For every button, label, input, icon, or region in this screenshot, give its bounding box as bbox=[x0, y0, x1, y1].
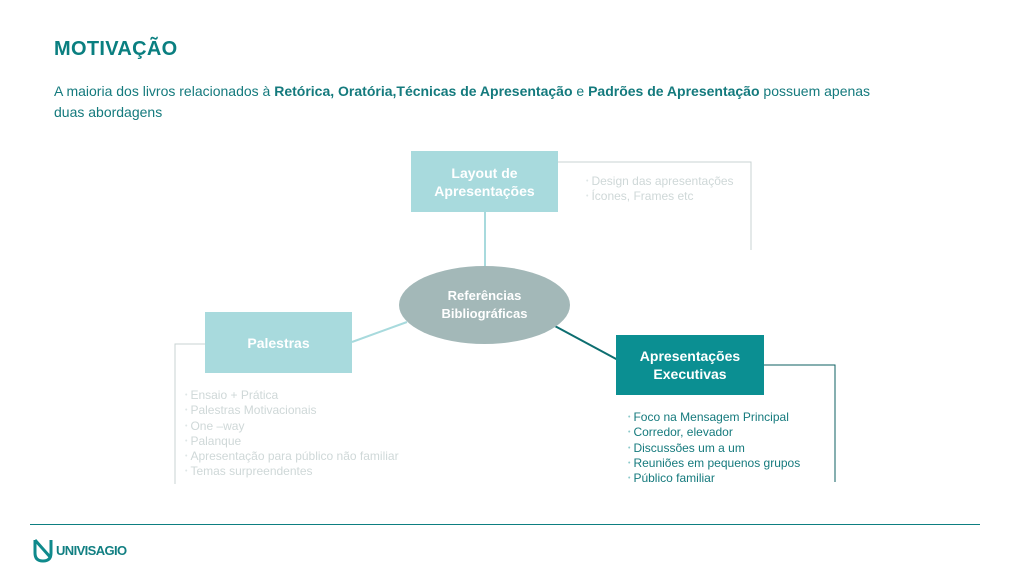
intro-bold-2: Padrões de Apresentação bbox=[588, 83, 760, 99]
list-item: Palestras Motivacionais bbox=[185, 403, 399, 418]
list-item: Corredor, elevador bbox=[628, 425, 800, 440]
logo-text: UNIVISAGIO bbox=[56, 542, 127, 558]
palestras-box-label: Palestras bbox=[247, 334, 310, 351]
list-item: Ícones, Frames etc bbox=[586, 189, 734, 204]
palestras-box: Palestras bbox=[205, 312, 352, 373]
list-item: One –way bbox=[185, 419, 399, 434]
center-node-line2: Bibliográficas bbox=[441, 306, 528, 321]
footer-divider bbox=[30, 524, 980, 525]
list-item: Público familiar bbox=[628, 471, 800, 486]
list-item: Reuniões em pequenos grupos bbox=[628, 456, 800, 471]
list-item: Apresentação para público não familiar bbox=[185, 449, 398, 464]
executivas-box-line2: Executivas bbox=[653, 366, 727, 382]
executivas-items-list: Foco na Mensagem Principal Corredor, ele… bbox=[628, 410, 800, 486]
page-title: MOTIVAÇÃO bbox=[54, 38, 178, 60]
list-item: Temas surpreendentes bbox=[185, 464, 399, 479]
univisagio-logo-icon bbox=[33, 539, 53, 563]
connector-executivas bbox=[552, 324, 619, 361]
list-item: Ensaio + Prática bbox=[185, 388, 399, 403]
connector-palestras bbox=[351, 321, 408, 343]
bracket-palestras bbox=[174, 343, 205, 484]
bracket-layout bbox=[558, 161, 752, 250]
list-item: Design das apresentações bbox=[586, 174, 733, 189]
intro-bold-1: Retórica, Oratória,Técnicas de Apresenta… bbox=[274, 83, 573, 99]
intro-pre: A maioria dos livros relacionados à bbox=[54, 83, 275, 99]
list-item: Foco na Mensagem Principal bbox=[628, 410, 800, 425]
executivas-box-line1: Apresentações bbox=[639, 348, 741, 364]
bracket-executivas bbox=[764, 364, 836, 482]
list-item: Palanque bbox=[185, 434, 399, 449]
layout-box-line1: Layout de bbox=[451, 164, 518, 181]
layout-items-list: Design das apresentações Ícones, Frames … bbox=[586, 174, 734, 205]
intro-post: possuem apenas duas abordagens bbox=[54, 83, 871, 120]
intro-text: A maioria dos livros relacionados à Retó… bbox=[54, 81, 884, 123]
palestras-items-list: Ensaio + Prática Palestras Motivacionais… bbox=[185, 388, 399, 480]
center-node-line1: Referências bbox=[447, 288, 522, 303]
layout-box-line2: Apresentações bbox=[434, 182, 535, 199]
list-item: Discussões um a um bbox=[628, 441, 800, 456]
intro-mid: e bbox=[572, 83, 589, 99]
univisagio-logo: UNIVISAGIO bbox=[33, 536, 127, 564]
